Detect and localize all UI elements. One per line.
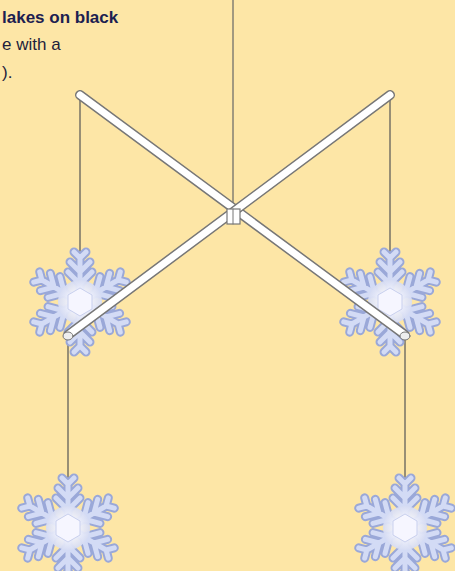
snowflake	[356, 478, 455, 571]
hanging-string	[232, 0, 233, 218]
snowflake	[19, 478, 118, 571]
body-fragment: ).	[2, 63, 12, 83]
body-fragment: e with a	[2, 35, 61, 55]
heading-fragment: lakes on black	[2, 8, 118, 28]
cross-bars	[63, 95, 410, 340]
